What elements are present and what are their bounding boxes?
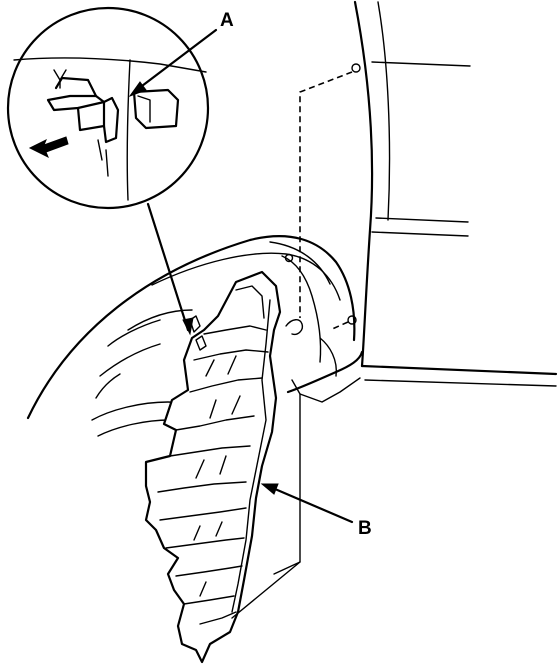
lower-support-lines — [231, 393, 301, 619]
vehicle-body — [347, 0, 558, 387]
guide-lines — [299, 71, 353, 331]
detail-magnifier — [6, 6, 210, 210]
wheel-arch — [26, 235, 364, 420]
callout-b: B — [260, 483, 372, 539]
callout-a-label: A — [220, 10, 234, 31]
detail-leader — [146, 202, 194, 336]
callout-a: A — [128, 10, 234, 98]
callout-b-label: B — [358, 518, 372, 539]
tire — [91, 309, 199, 437]
fender-liner — [144, 270, 282, 664]
